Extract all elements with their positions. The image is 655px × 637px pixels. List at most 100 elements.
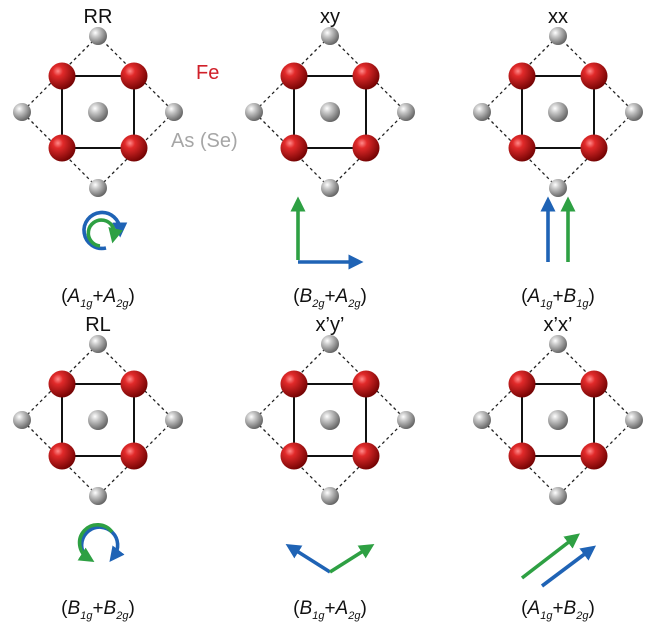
symmetry-term-b: B [563,286,577,307]
unit-cell-panel [473,335,643,505]
fe-atom [580,62,608,90]
symmetry-term-b: B [563,598,577,619]
as-legend-label: As (Se) [171,130,238,152]
symmetry-sub-a: 1g [312,610,325,622]
fe-square-bond [61,383,135,457]
as-atom-center [88,410,108,430]
polarization-arrows [540,196,576,262]
polarization-label: xx [548,6,568,28]
polarization-arrows [285,543,375,574]
polarization-arrows [520,533,597,588]
as-atom [549,179,567,197]
symmetry-term-b: A [335,286,349,307]
fe-atom [508,134,536,162]
as-atom [549,487,567,505]
as-atom [13,103,31,121]
fe-atom [508,442,536,470]
symmetry-term-a: A [527,286,541,307]
as-atom [245,103,263,121]
as-atom [165,411,183,429]
as-atom [397,411,415,429]
polarization-label: RL [85,314,111,336]
incident-arrow-green [520,533,580,580]
as-atom [89,335,107,353]
unit-cell-panel [13,335,183,505]
unit-cell-panel [473,27,643,197]
symmetry-sub-a: 1g [540,610,553,622]
as-atom-center [320,102,340,122]
fe-atom [580,134,608,162]
symmetry-sub-b: 2g [116,610,129,622]
as-atom [165,103,183,121]
fe-atom [508,62,536,90]
fe-atom [48,370,76,398]
fe-atom [280,442,308,470]
fe-square-bond [521,75,595,149]
circular-arrow-green [77,522,114,563]
as-atom-center [548,410,568,430]
unit-cell-panel [13,27,183,197]
polarization-label: x’x’ [543,314,573,336]
circular-arrow-green [86,218,124,248]
as-atom [625,411,643,429]
as-atom [321,27,339,45]
fe-square-bond [293,75,367,149]
fe-atom [48,442,76,470]
symmetry-sub-a: 1g [80,298,93,310]
as-atom [549,335,567,353]
as-atom [321,179,339,197]
as-atom [89,27,107,45]
fe-square-bond [61,75,135,149]
symmetry-label: (B1g+B2g) [61,598,135,622]
as-atom [13,411,31,429]
fe-atom [120,370,148,398]
circular-arrow-blue [79,525,125,563]
symmetry-sub-b: 2g [348,610,361,622]
as-atom [473,411,491,429]
symmetry-term-a: B [299,598,313,619]
fe-atom [280,134,308,162]
polarization-label: RR [83,6,113,28]
symmetry-sub-b: 2g [348,298,361,310]
as-atom [321,335,339,353]
symmetry-label: (A1g+B2g) [521,598,595,622]
as-atom [245,411,263,429]
fe-atom [280,62,308,90]
symmetry-term-a: A [67,286,81,307]
circular-arrow-blue [82,210,128,251]
polarization-arrows [77,522,125,563]
symmetry-term-a: B [67,598,81,619]
fe-atom [352,134,380,162]
fe-atom [120,134,148,162]
symmetry-sub-a: 1g [540,298,553,310]
fe-atom [120,62,148,90]
symmetry-term-a: B [299,286,313,307]
as-atom [321,487,339,505]
polarization-arrows [82,210,128,251]
fe-atom [120,442,148,470]
as-atom [397,103,415,121]
fe-atom [48,62,76,90]
fe-atom [580,442,608,470]
scattered-arrow-blue [285,543,331,574]
symmetry-term-a: A [527,598,541,619]
fe-atom [48,134,76,162]
fe-atom [580,370,608,398]
as-atom [549,27,567,45]
as-atom [89,487,107,505]
fe-square-bond [293,383,367,457]
fe-atom [508,370,536,398]
as-atom [625,103,643,121]
fe-atom [352,442,380,470]
symmetry-sub-a: 2g [312,298,325,310]
as-atom [473,103,491,121]
symmetry-label: (A1g+B1g) [521,286,595,310]
symmetry-sub-b: 2g [116,298,129,310]
fe-atom [352,370,380,398]
symmetry-term-b: B [103,598,117,619]
fe-atom [352,62,380,90]
symmetry-term-b: A [335,598,349,619]
polarization-arrows [290,196,364,270]
fe-legend-label: Fe [196,62,220,84]
